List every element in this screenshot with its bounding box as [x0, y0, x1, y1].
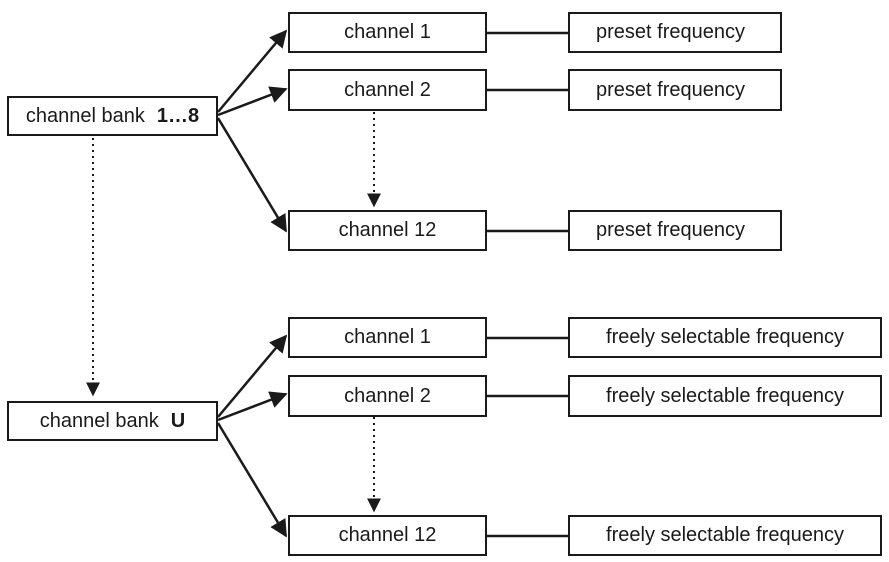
g1-channel-12: channel 12 — [288, 210, 487, 251]
g1-channel-2: channel 2 — [288, 69, 487, 111]
g2-frequency-2: freely selectable frequency — [568, 375, 882, 417]
arrow-bankU-to-channel2 — [217, 391, 288, 422]
channel-label: channel 12 — [338, 219, 437, 241]
channel-label: channel 2 — [344, 78, 431, 101]
frequency-label: freely selectable frequency — [606, 326, 844, 348]
arrow-bank1-to-channel2 — [217, 86, 288, 117]
g1-frequency-2: preset frequency — [568, 69, 782, 111]
channel-bank-u: channel bank U — [7, 401, 218, 441]
bank-label: channel bank — [25, 104, 145, 127]
channel-label: channel 2 — [344, 384, 431, 407]
g1-frequency-1: preset frequency — [568, 12, 782, 53]
frequency-label: freely selectable frequency — [606, 524, 844, 546]
g2-frequency-12: freely selectable frequency — [568, 515, 882, 556]
g2-channel-1: channel 1 — [288, 317, 487, 358]
frequency-label: preset frequency — [596, 78, 745, 101]
arrow-bankU-to-channel1 — [217, 334, 288, 418]
channel-bank-1-8: channel bank 1…8 — [7, 96, 218, 136]
arrow-bankU-to-channel12 — [216, 422, 288, 538]
g1-frequency-12: preset frequency — [568, 210, 782, 251]
arrow-bank1-to-channel1 — [217, 29, 288, 113]
g2-channel-2: channel 2 — [288, 375, 487, 417]
bank-id: U — [170, 409, 186, 432]
channel-label: channel 12 — [338, 524, 437, 546]
channel-label: channel 1 — [344, 21, 431, 43]
channel-label: channel 1 — [344, 326, 431, 348]
g1-channel-1: channel 1 — [288, 12, 487, 53]
g2-frequency-1: freely selectable frequency — [568, 317, 882, 358]
frequency-label: freely selectable frequency — [606, 384, 844, 407]
bank-label: channel bank — [39, 409, 159, 432]
frequency-label: preset frequency — [596, 21, 745, 43]
bank-id: 1…8 — [156, 104, 200, 127]
g2-channel-12: channel 12 — [288, 515, 487, 556]
arrow-bank1-to-channel12 — [216, 117, 288, 233]
frequency-label: preset frequency — [596, 219, 745, 241]
